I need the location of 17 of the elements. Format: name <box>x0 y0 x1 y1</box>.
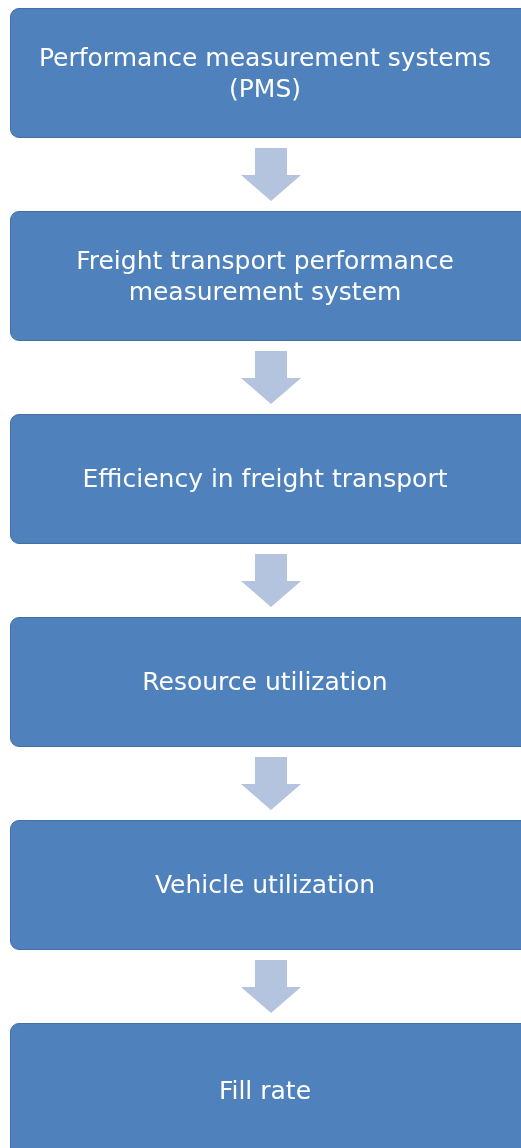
block-arrow <box>241 351 301 404</box>
process-box <box>10 414 521 544</box>
process-box <box>10 8 521 138</box>
block-arrow <box>241 960 301 1013</box>
block-arrow <box>241 554 301 607</box>
block-arrow <box>241 148 301 201</box>
box-label: Performance measurement systems (PMS) <box>37 41 493 105</box>
box-label: Freight transport performance measurement system <box>75 244 455 308</box>
box-label: Efficiency in freight transport <box>81 463 449 495</box>
process-box <box>10 1023 521 1148</box>
block-arrow <box>241 757 301 810</box>
process-box <box>10 211 521 341</box>
process-box <box>10 820 521 950</box>
box-label: Resource utilization <box>141 666 389 698</box>
box-label: Fill rate <box>217 1074 313 1107</box>
process-box <box>10 617 521 747</box>
box-label: Vehicle utilization <box>153 869 377 901</box>
